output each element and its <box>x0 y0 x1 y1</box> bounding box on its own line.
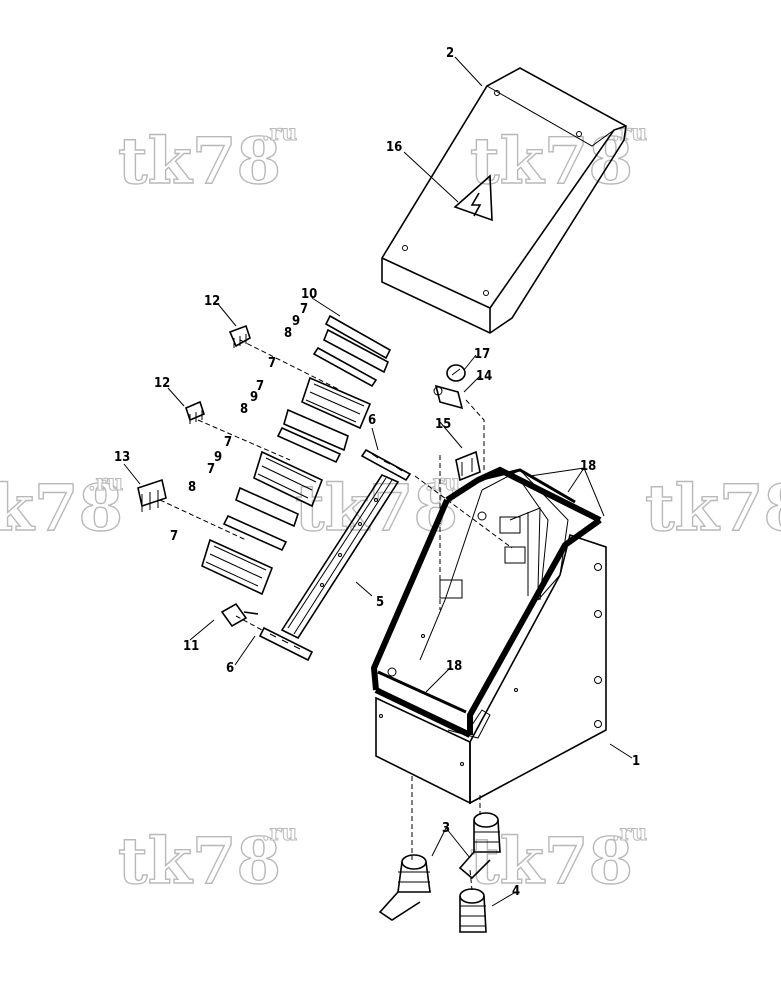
watermark-text: tk78 <box>470 124 633 199</box>
watermark-text: tk78 <box>470 824 633 899</box>
callout-17: 17 <box>474 347 490 362</box>
callout-3: 3 <box>442 821 450 836</box>
end-stop-lower <box>258 626 314 662</box>
watermark-text: tk78 <box>118 824 281 899</box>
callout-15: 15 <box>435 417 451 432</box>
watermark-suffix: .ru <box>262 120 297 146</box>
watermark-suffix: .ru <box>88 470 123 496</box>
callout-11: 11 <box>183 639 199 654</box>
terminal-block-group <box>201 314 392 596</box>
straight-gland-4 <box>459 888 487 933</box>
callout-7-f: 7 <box>170 529 178 544</box>
callout-10: 10 <box>301 287 317 302</box>
watermark-text: tk78 <box>0 471 123 546</box>
callout-7-d: 7 <box>224 435 232 450</box>
callout-2: 2 <box>446 46 454 61</box>
end-stop-upper <box>360 448 412 482</box>
callout-8-a: 8 <box>284 326 292 341</box>
callout-18-lower: 18 <box>446 659 462 674</box>
cap-17 <box>446 364 466 382</box>
callout-14: 14 <box>476 369 492 384</box>
cable-gland-14 <box>433 384 464 410</box>
callout-12-upper: 12 <box>204 294 220 309</box>
callout-labels: 1 2 3 4 5 6 6 7 7 7 7 7 7 8 8 8 9 9 9 10… <box>114 46 640 899</box>
callout-6-lower: 6 <box>226 661 234 676</box>
warning-sign-icon <box>453 174 493 222</box>
screwdriver-11 <box>220 602 259 628</box>
alignment-lines <box>159 339 513 891</box>
callout-7-b: 7 <box>268 356 276 371</box>
callout-12-lower: 12 <box>154 376 170 391</box>
callout-18-upper: 18 <box>580 459 596 474</box>
lid-cover <box>381 67 627 334</box>
watermark-suffix: .ru <box>612 120 647 146</box>
leader-lines <box>123 56 633 907</box>
jumper-12-upper <box>228 324 251 348</box>
din-rail <box>280 473 400 640</box>
callout-4: 4 <box>512 884 520 899</box>
callout-6-upper: 6 <box>368 413 376 428</box>
callout-8-c: 8 <box>188 480 196 495</box>
callout-8-b: 8 <box>240 402 248 417</box>
callout-7-a: 7 <box>300 302 308 317</box>
watermark-suffix: .ru <box>425 470 460 496</box>
callout-9-b: 9 <box>250 390 258 405</box>
callout-16: 16 <box>386 140 402 155</box>
elbow-fitting-right <box>458 812 501 880</box>
callout-13: 13 <box>114 450 130 465</box>
enclosure-body <box>370 466 607 805</box>
callout-7-c: 7 <box>256 379 264 394</box>
callout-9-c: 9 <box>214 450 222 465</box>
watermark-suffix: .ru <box>262 820 297 846</box>
watermark-text: tk78 <box>645 471 781 546</box>
clamp-15 <box>455 450 481 482</box>
watermark-suffix: .ru <box>612 820 647 846</box>
elbow-fitting-left <box>378 854 431 921</box>
watermark-text: tk78 <box>118 124 281 199</box>
callout-5: 5 <box>376 595 384 610</box>
callout-1: 1 <box>632 754 640 769</box>
jumper-13 <box>137 478 167 512</box>
watermarks: tk78 .ru tk78 .ru tk78 .ru tk78 .ru tk78… <box>0 120 781 900</box>
callout-7-e: 7 <box>207 462 215 477</box>
callout-9-a: 9 <box>292 314 300 329</box>
jumper-12-lower <box>185 400 205 424</box>
